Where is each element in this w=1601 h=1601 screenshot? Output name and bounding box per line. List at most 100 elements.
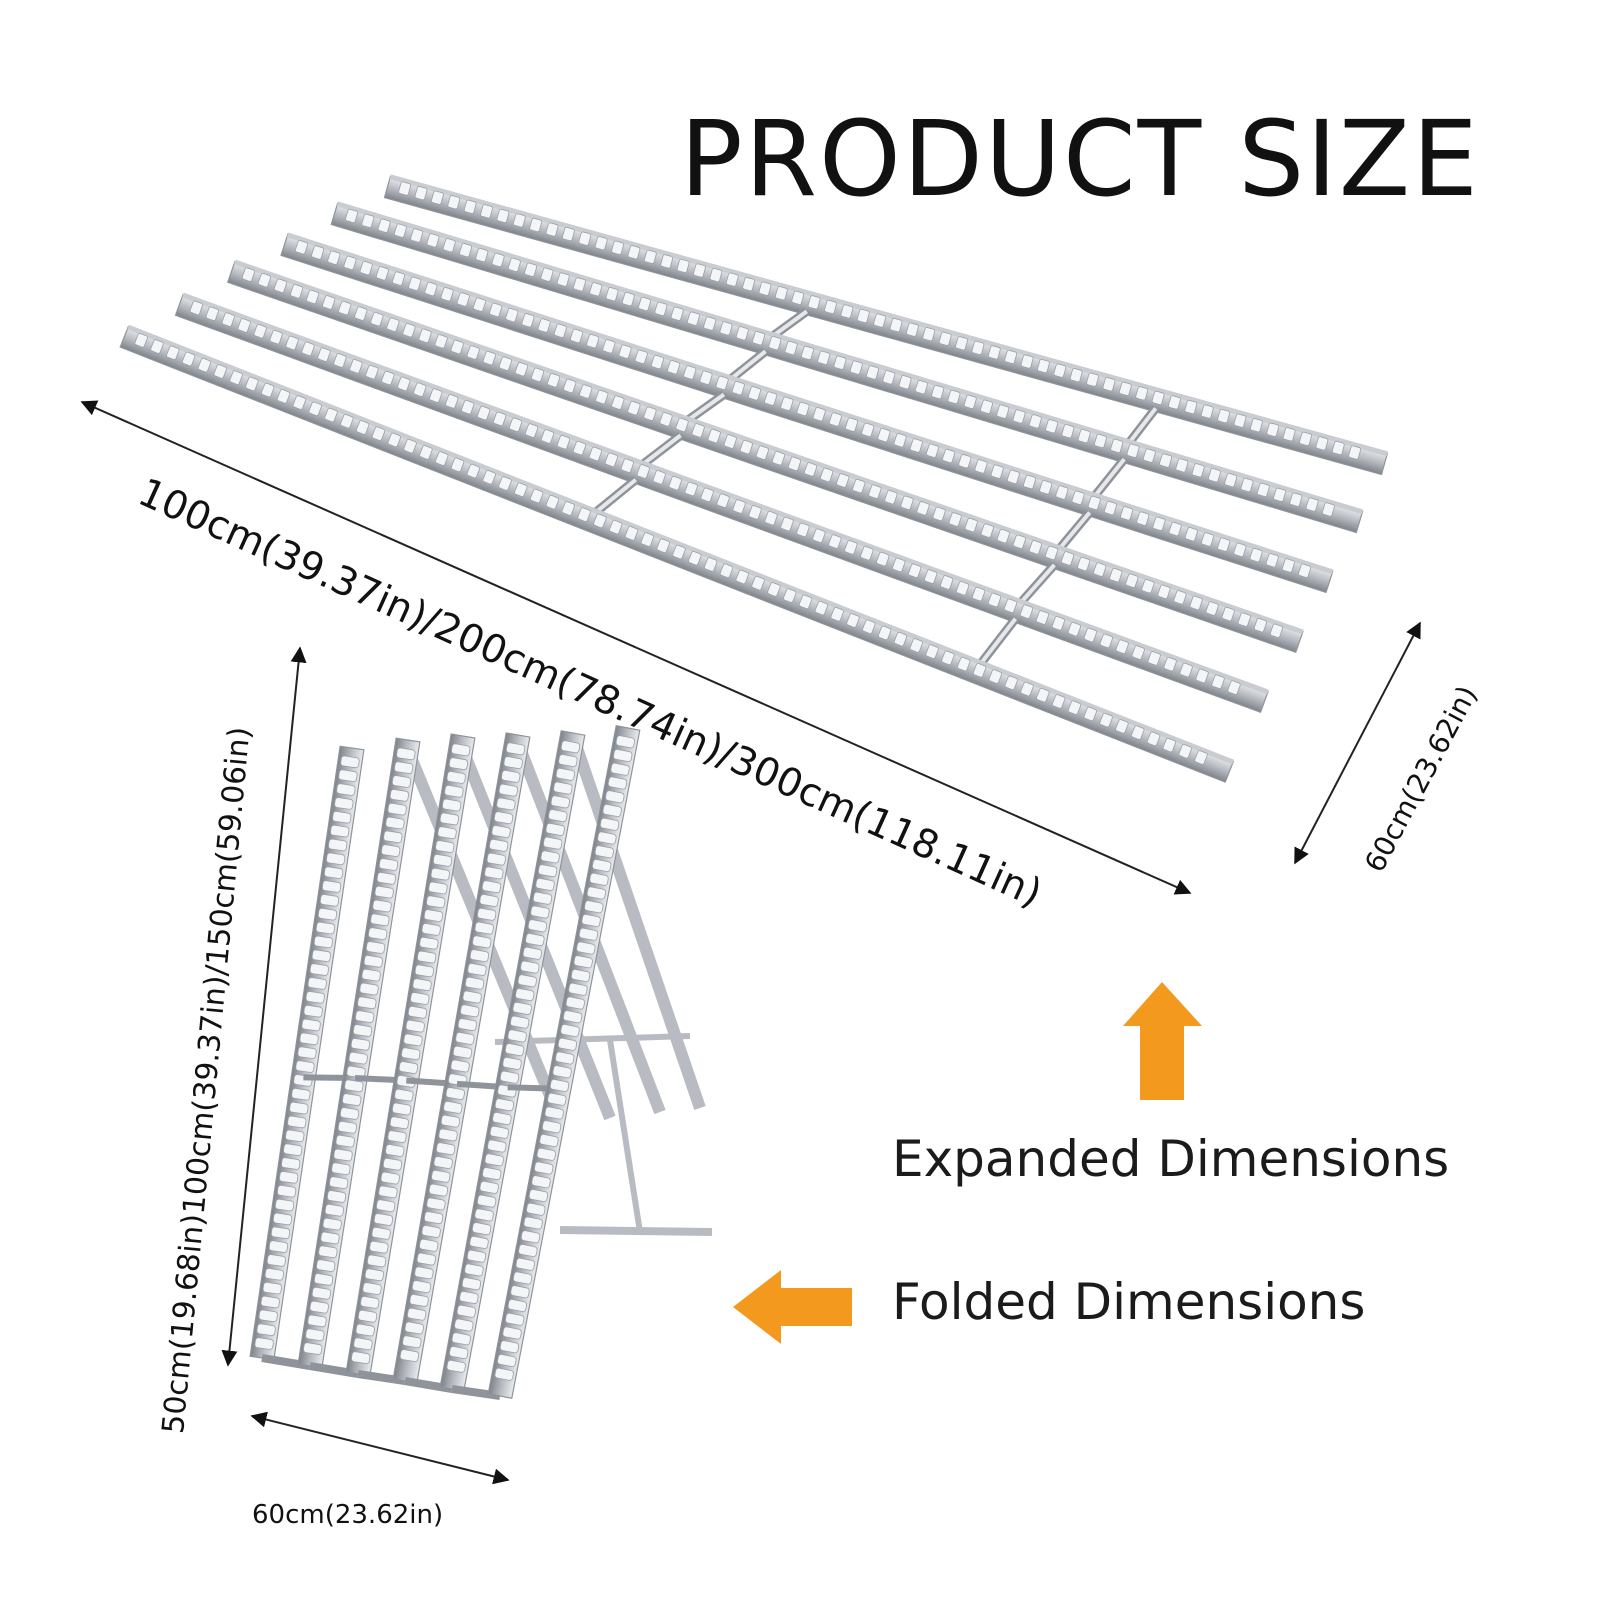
roller xyxy=(518,1244,538,1257)
roller xyxy=(498,356,512,371)
roller xyxy=(576,941,596,955)
roller xyxy=(361,968,381,982)
roller xyxy=(338,300,352,316)
roller xyxy=(269,329,283,345)
roller xyxy=(315,921,336,935)
roller xyxy=(731,381,745,396)
roller xyxy=(392,271,406,286)
roller xyxy=(462,990,482,1004)
roller xyxy=(260,1295,280,1309)
roller xyxy=(340,755,360,769)
roller xyxy=(467,963,487,976)
roller xyxy=(748,386,761,401)
roller xyxy=(955,336,968,351)
roller xyxy=(464,1263,484,1277)
roller xyxy=(311,1286,332,1300)
roller xyxy=(447,195,461,210)
roller xyxy=(394,1088,414,1102)
roller xyxy=(369,1240,389,1254)
roller xyxy=(313,1273,334,1286)
expanded-dimensions-label: Expanded Dimensions xyxy=(892,1130,1450,1188)
roller xyxy=(365,364,379,380)
roller xyxy=(1135,386,1149,401)
roller xyxy=(424,281,438,297)
roller xyxy=(368,927,388,940)
roller xyxy=(333,1148,353,1162)
roller xyxy=(299,1032,319,1046)
roller xyxy=(416,1252,436,1266)
roller xyxy=(386,317,400,332)
roller xyxy=(479,1180,499,1194)
roller xyxy=(547,373,561,388)
roller xyxy=(355,1010,375,1023)
roller xyxy=(307,1314,327,1328)
roller xyxy=(409,1294,429,1307)
roller xyxy=(318,1245,338,1259)
roller xyxy=(971,340,985,355)
roller xyxy=(397,376,411,392)
roller xyxy=(291,1087,311,1101)
roller xyxy=(423,909,444,922)
roller xyxy=(435,1142,456,1156)
roller xyxy=(1201,532,1215,547)
roller xyxy=(502,1326,522,1340)
roller xyxy=(273,278,288,293)
roller xyxy=(824,299,837,314)
roller xyxy=(359,982,379,996)
roller xyxy=(189,300,203,316)
roller xyxy=(531,1175,551,1189)
roller xyxy=(363,955,383,968)
roller xyxy=(329,1176,349,1189)
roller xyxy=(373,1213,394,1226)
roller xyxy=(404,1321,424,1335)
roller xyxy=(1102,377,1116,392)
roller xyxy=(334,797,354,810)
roller xyxy=(578,927,599,941)
roller xyxy=(1037,359,1050,374)
roller xyxy=(469,949,490,963)
roller xyxy=(703,316,717,331)
roller xyxy=(570,969,591,982)
roller xyxy=(914,380,928,395)
roller xyxy=(775,286,788,301)
roller xyxy=(565,996,585,1010)
roller xyxy=(1250,418,1263,433)
roller xyxy=(469,1235,489,1249)
roller xyxy=(474,1208,494,1222)
roller xyxy=(221,312,235,327)
roller xyxy=(344,1079,364,1093)
roller xyxy=(307,977,327,990)
roller xyxy=(440,287,454,302)
arrow-left-icon xyxy=(733,1270,852,1344)
roller xyxy=(497,1353,517,1367)
roller xyxy=(333,353,347,368)
roller xyxy=(605,287,619,302)
roller xyxy=(487,1139,507,1153)
roller xyxy=(326,852,346,866)
roller xyxy=(549,1079,570,1092)
roller xyxy=(372,899,392,913)
roller xyxy=(381,370,395,386)
roller xyxy=(370,913,390,927)
roller xyxy=(295,240,308,255)
roller xyxy=(253,324,267,339)
roller xyxy=(413,382,427,397)
roller xyxy=(719,321,733,336)
roller xyxy=(370,311,384,327)
roller xyxy=(507,257,521,272)
roller xyxy=(621,292,635,307)
roller xyxy=(1273,487,1287,502)
roller xyxy=(443,1100,463,1114)
roller xyxy=(475,247,489,263)
roller xyxy=(472,935,492,949)
roller xyxy=(433,1156,453,1169)
roller xyxy=(166,345,180,360)
roller xyxy=(987,345,1001,360)
roller xyxy=(317,907,338,921)
roller xyxy=(289,1101,309,1115)
roller xyxy=(281,1157,301,1170)
roller xyxy=(586,334,600,349)
roller xyxy=(528,1189,549,1202)
roller xyxy=(752,331,766,346)
roller xyxy=(1217,409,1230,424)
